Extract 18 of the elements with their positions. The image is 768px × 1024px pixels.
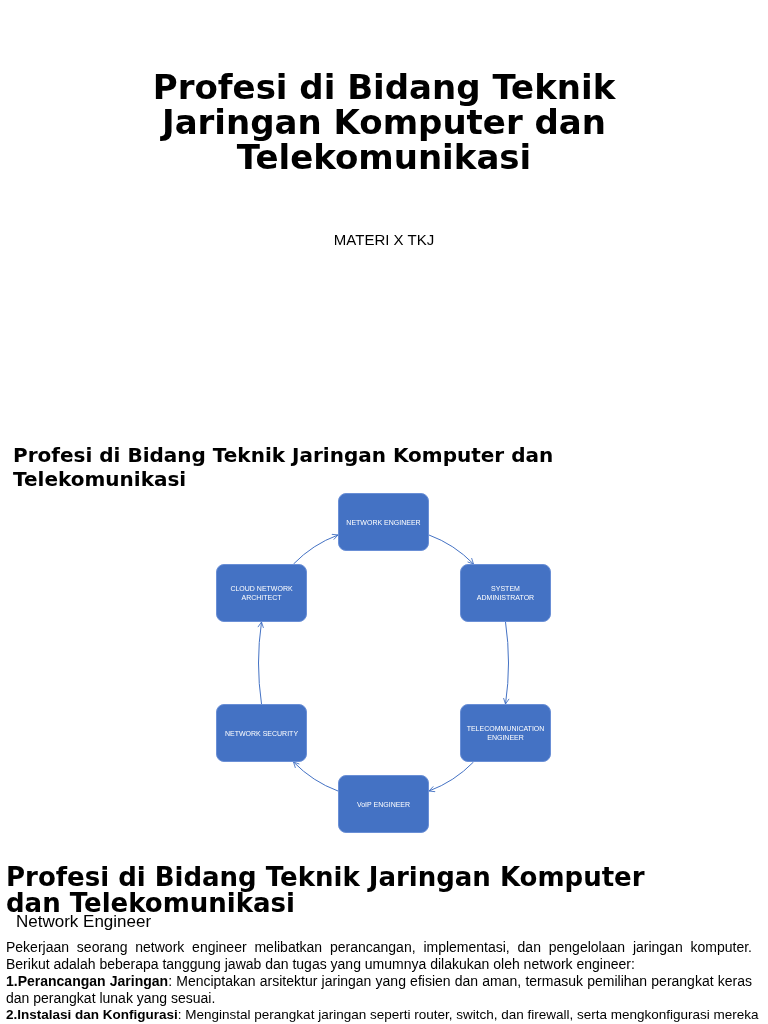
arrow [293,534,339,565]
process-box [460,704,551,762]
arrow [293,761,339,792]
arrow [428,761,474,792]
process-box [216,704,307,762]
paragraph: Pekerjaan seorang network engineer melibatkan perancangan, implementasi, dan pengelolaan jaringan komputer. Berikut adalah beberapa tanggung jawab dan tugas yang umumnya dilakukan oleh network engineer: [6,939,752,973]
process-box [338,775,429,833]
slide-subtitle: MATERI X TKJ [332,231,436,249]
list-item: 2.Instalasi dan Konfigurasi: Menginstal perangkat jaringan seperti router, switch, dan firewall, serta mengkonfigurasi mereka [6,1006,760,1023]
arrow [257,621,264,705]
process-box [216,564,307,622]
arrow [428,534,474,565]
list-item: 1.Perancangan Jaringan: Menciptakan arsitektur jaringan yang efisien dan aman, termasuk pemilihan perangkat keras dan perangkat lunak yang sesuai. [6,973,752,1007]
slide-heading: Profesi di Bidang Teknik Jaringan Komputer dan Telekomunikasi [13,443,555,491]
process-box [338,493,429,551]
process-box [460,564,551,622]
arrow [503,621,510,705]
slide-title: Profesi di Bidang Teknik Jaringan Komputer dan Telekomunikasi [151,70,617,175]
